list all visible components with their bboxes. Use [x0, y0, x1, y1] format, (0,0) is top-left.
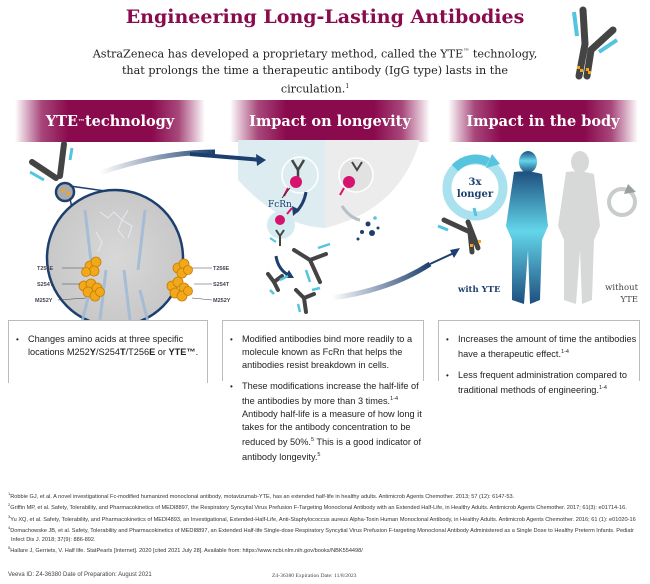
veeva-id: Veeva ID: Z4-36380 Date of Preparation: … — [8, 572, 152, 578]
longevity-bullets: Modified antibodies bind more readily to… — [228, 333, 428, 472]
section-title: YTE — [45, 112, 78, 130]
section-header-impact-body: Impact in the body — [448, 100, 638, 142]
reference-item: 4Domachowske JB, et al. Safety, Tolerabi… — [8, 524, 638, 544]
arrow-icon — [256, 154, 266, 166]
bold-y: Y — [89, 347, 96, 357]
bullet-text: /S254 — [95, 347, 120, 357]
reference-text: Griffin MP, et al. Safety, Tolerability,… — [10, 505, 627, 512]
reference-text: Hallare J, Gerriets, V. Half life. StatP… — [10, 548, 363, 555]
antibody-body-panel — [437, 207, 481, 255]
mutation-label-m252y-left: M252Y — [35, 298, 53, 304]
3x-longer-cycle-icon: 3x longer — [442, 154, 508, 221]
amino-acid-cluster-right — [166, 258, 193, 302]
reference-item: 3Yu XQ, et al. Safety, Tolerability, and… — [8, 513, 638, 524]
mutation-label-s254t-right: S254T — [213, 282, 230, 288]
molecule-zoom-circle — [45, 188, 185, 320]
fcrn-binding-antibody — [283, 159, 306, 197]
bullet-text: or — [155, 347, 169, 357]
mutation-label-t256e-right: T256E — [213, 266, 230, 272]
intro-text: AstraZeneca has developed a proprietary … — [90, 44, 540, 97]
body-bullets: Increases the amount of time the antibod… — [444, 333, 640, 405]
person-without-yte — [558, 151, 600, 304]
degraded-fragments — [356, 216, 380, 241]
longer-label: longer — [457, 189, 494, 200]
unbound-antibody — [339, 161, 363, 196]
light-chain-marks — [269, 242, 331, 313]
intro-line-2: that prolongs the time a therapeutic ant… — [121, 63, 509, 96]
bullet-text: . — [195, 347, 199, 357]
bold-e: E — [149, 347, 156, 357]
bullet-item: Increases the amount of time the antibod… — [444, 333, 640, 361]
yte-bullets: Changes amino acids at three specific lo… — [14, 333, 204, 367]
bullet-text: Increases the amount of time the antibod… — [458, 334, 637, 360]
reference-marker: 1 — [345, 82, 350, 90]
bullet-item: These modifications increase the half-li… — [228, 380, 428, 464]
antibody-logo-icon — [572, 6, 619, 80]
reference-number: 2 — [8, 502, 11, 508]
cell-background-without-yte — [325, 140, 420, 228]
reference-number: 1 — [8, 491, 11, 496]
yte-illustration: T256E S254T M252Y T256E S254T M252Y FcRn — [29, 140, 639, 320]
bullet-text: Modified antibodies bind more readily to… — [242, 334, 413, 370]
section-header-impact-longevity: Impact on longevity — [230, 100, 430, 142]
bullet-text: /T256 — [125, 347, 150, 357]
page-title: Engineering Long-Lasting Antibodies — [125, 6, 525, 28]
trademark: ™ — [77, 116, 85, 126]
mutation-label-s254t-left: S254T — [37, 282, 54, 288]
reference-number: 3 — [8, 513, 11, 519]
with-yte-label: with YTE — [457, 285, 501, 295]
mutation-label-m252y-right: M252Y — [213, 298, 231, 304]
bullet-text: These modifications increase the half-li… — [242, 381, 419, 407]
reference-marker: 5 — [310, 437, 315, 444]
bullet-text: Less frequent administration compared to… — [458, 370, 628, 396]
bullet-item: Modified antibodies bind more readily to… — [228, 333, 428, 372]
bullet-text: This is a good indicator of antibody lon… — [242, 437, 422, 463]
reference-marker: 1-4 — [598, 385, 607, 392]
reference-item: 5Hallare J, Gerriets, V. Half life. Stat… — [8, 544, 638, 555]
section-title-end: technology — [84, 112, 175, 130]
reference-text: Domachowske JB, et al. Safety, Tolerabil… — [10, 528, 634, 543]
mutation-label-t256e-left: T256E — [37, 266, 54, 272]
antibody-with-magnifier — [29, 141, 76, 203]
free-antibodies — [266, 248, 328, 314]
recycled-antibody — [269, 207, 293, 246]
amino-acid-cluster-left — [78, 256, 105, 302]
trademark: ™ — [463, 48, 470, 55]
short-cycle-icon — [607, 184, 637, 217]
reference-text: Yu XQ, et al. Safety, Tolerability, and … — [10, 516, 636, 523]
intro-line-1-end: technology, — [469, 47, 538, 61]
fcrn-label: FcRn — [268, 200, 292, 210]
bullet-item: Less frequent administration compared to… — [444, 369, 640, 397]
reference-text: Robbie GJ, et al. A novel investigationa… — [10, 493, 515, 500]
bold-t: T — [119, 347, 126, 357]
person-with-yte — [506, 151, 548, 304]
references-list: 1Robbie GJ, et al. A novel investigation… — [8, 490, 638, 556]
3x-label: 3x — [469, 177, 483, 188]
reference-item: 1Robbie GJ, et al. A novel investigation… — [8, 490, 638, 501]
without-yte-label-1: without — [605, 283, 638, 293]
reference-number: 4 — [8, 525, 11, 531]
reference-marker: 1-4 — [390, 396, 399, 402]
bold-yte: YTE™ — [168, 347, 196, 357]
reference-marker: 5 — [317, 452, 321, 459]
without-yte-label-2: YTE — [620, 295, 639, 305]
bullet-text: Antibody half-life is a measure of how l… — [242, 409, 422, 448]
intro-line-1: AstraZeneca has developed a proprietary … — [92, 47, 464, 61]
bullet-text: Changes amino acids at three specific lo… — [28, 334, 184, 357]
bullet-item: Changes amino acids at three specific lo… — [14, 333, 204, 359]
expiration-date: Z4-36380 Expiration Date: 11/8/2023 — [272, 573, 357, 579]
reference-number: 5 — [8, 545, 11, 551]
reference-marker: 1-4 — [561, 349, 569, 355]
reference-item: 2Griffin MP, et al. Safety, Tolerability… — [8, 501, 638, 512]
